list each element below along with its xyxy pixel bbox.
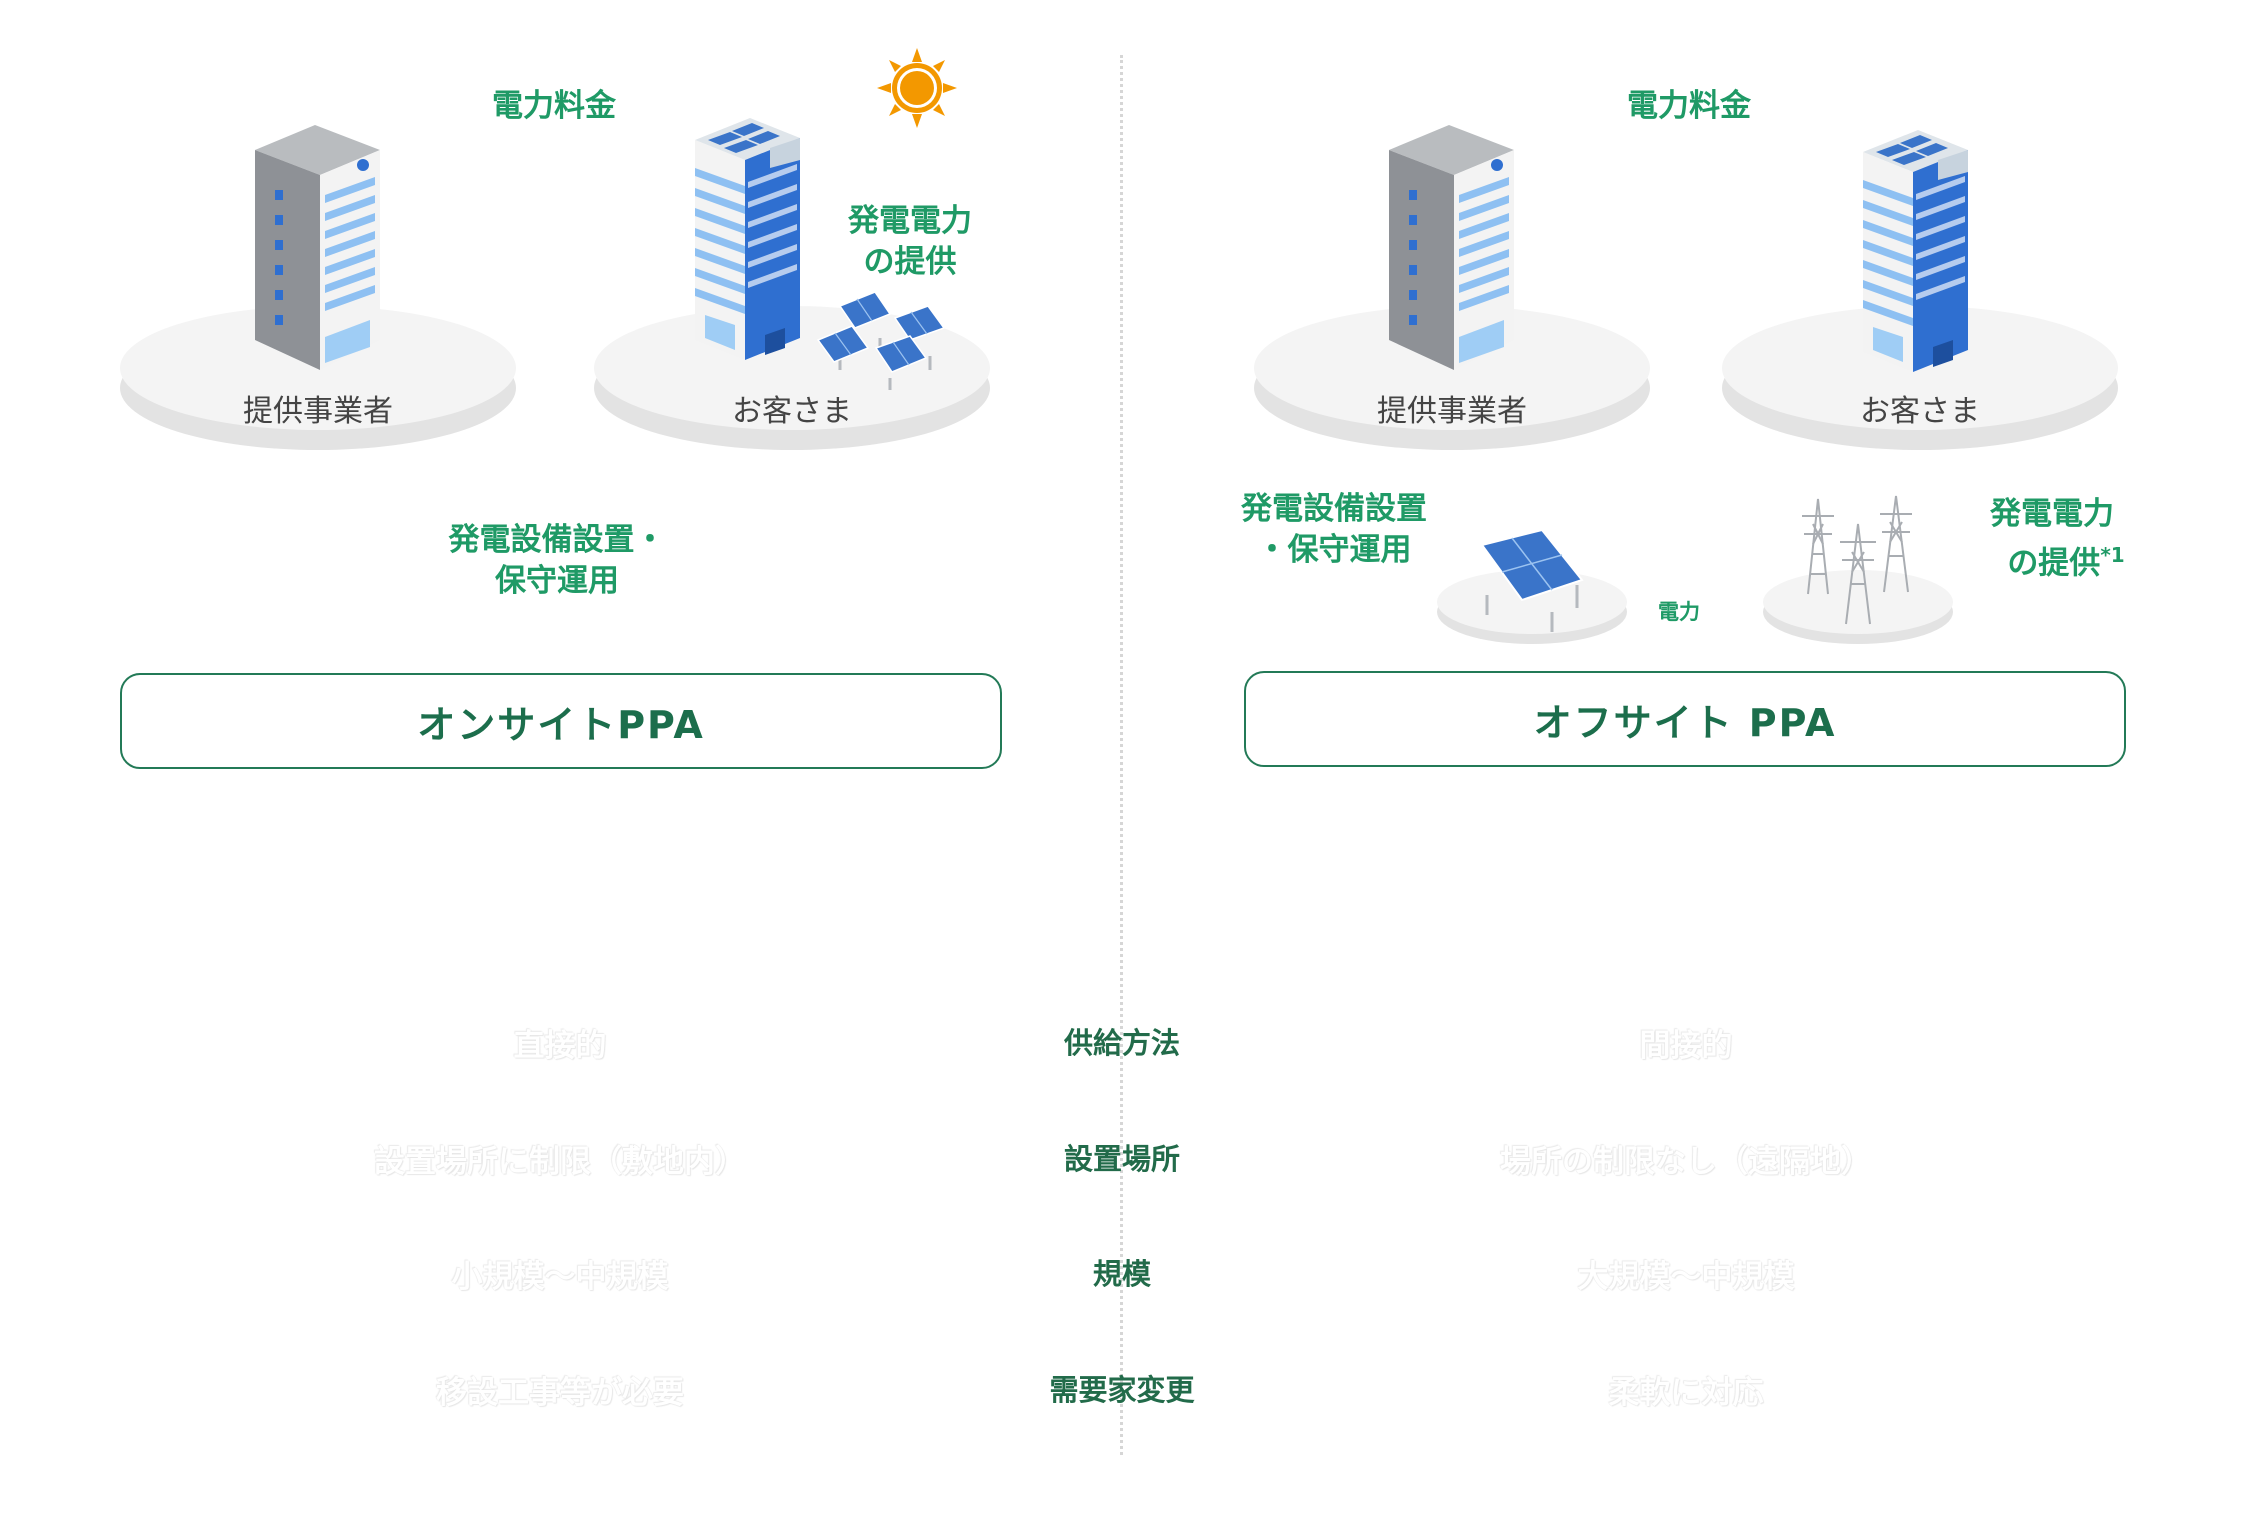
transmission-tower-icon <box>1802 495 1912 625</box>
row-supply-offsite: 間接的 <box>1639 1028 1733 1064</box>
onsite-ppa-title: オンサイトPPA <box>120 673 1002 769</box>
row-location-onsite: 設置場所に制限（敷地内） <box>374 1144 746 1180</box>
sun-icon <box>877 48 957 128</box>
provider-building-icon <box>1389 125 1514 370</box>
onsite-provider-label: 提供事業者 <box>243 394 393 429</box>
customer-building-icon <box>1863 130 1968 372</box>
offsite-provider-label: 提供事業者 <box>1377 394 1527 429</box>
solar-panel-icon <box>1480 528 1584 602</box>
offsite-solar-platform <box>1437 528 1627 644</box>
offsite-supply-label: 発電電力 の提供*1 <box>1990 496 2125 582</box>
row-supply-onsite: 直接的 <box>513 1028 607 1064</box>
center-divider <box>1120 55 1123 1455</box>
onsite-customer-label: お客さま <box>732 394 852 429</box>
onsite-install-label: 発電設備設置・ 保守運用 <box>448 522 666 599</box>
row-customer-change-offsite: 柔軟に対応 <box>1608 1375 1764 1411</box>
offsite-install-label: 発電設備設置 ・保守運用 <box>1241 491 1427 568</box>
provider-building-icon <box>255 125 380 370</box>
row-scale-onsite: 小規模〜中規模 <box>451 1259 669 1295</box>
solar-panel-icon <box>816 291 946 390</box>
row-scale-label: 規模 <box>1092 1257 1151 1291</box>
offsite-power-label: 電力 <box>1658 600 1700 624</box>
offsite-fee-label: 電力料金 <box>1627 88 1751 124</box>
row-customer-change-label: 需要家変更 <box>1049 1373 1195 1407</box>
offsite-tower-platform <box>1763 495 1953 644</box>
footnote-marker: *1 <box>2100 543 2125 567</box>
offsite-customer-label: お客さま <box>1860 394 1980 429</box>
row-location-offsite: 場所の制限なし（遠隔地） <box>1500 1144 1872 1180</box>
customer-building-icon <box>695 118 800 360</box>
offsite-ppa-title: オフサイト PPA <box>1244 671 2126 767</box>
onsite-supply-label: 発電電力 の提供 <box>848 203 972 280</box>
row-location-label: 設置場所 <box>1063 1142 1180 1176</box>
row-customer-change-onsite: 移設工事等が必要 <box>436 1375 684 1411</box>
onsite-fee-label: 電力料金 <box>492 88 616 124</box>
row-supply-label: 供給方法 <box>1063 1026 1180 1060</box>
row-scale-offsite: 大規模〜中規模 <box>1577 1259 1795 1295</box>
